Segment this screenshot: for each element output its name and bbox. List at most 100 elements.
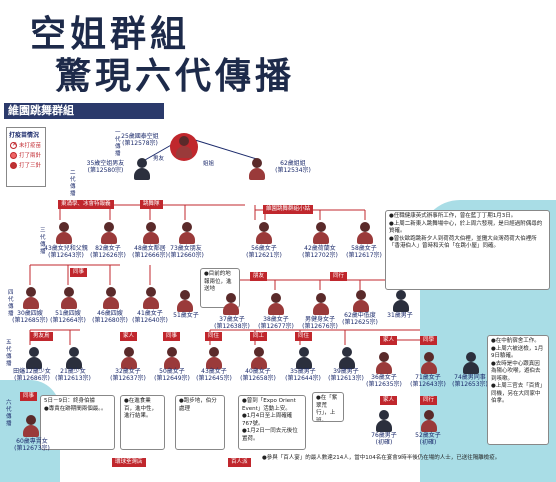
gen-label: 三代傳播 (40, 228, 46, 255)
node-gen5: 40歲女子 (第12658宗) (240, 368, 276, 382)
node-gen5: 71歲女子 (第12643宗) (410, 374, 446, 388)
person-icon (176, 290, 194, 312)
node-boyfriend: 35歲空姐男友 (第12580宗) (86, 160, 125, 174)
person-icon (55, 222, 73, 244)
person-icon (22, 287, 40, 309)
node-gen4: 37歲女子 (第12638宗) (214, 316, 250, 330)
person-icon (267, 293, 285, 315)
gen-label: 二代傳播 (70, 170, 76, 197)
node-gen4: 男健身女子 (第12676宗) (302, 316, 338, 330)
caption: 姐姐 (203, 161, 215, 167)
person-icon (142, 287, 160, 309)
caption: 朋友 (250, 272, 268, 281)
gen-label: 五代傳播 (6, 340, 12, 367)
gen-label: 四代傳播 (8, 290, 14, 317)
person-icon (420, 410, 438, 432)
caption: 跳舞隊 (140, 200, 163, 209)
caption: 男友鳥 (30, 332, 53, 341)
node-sister: 62歲姐姐 (第12534宗) (275, 160, 311, 174)
person-icon (205, 347, 223, 369)
person-icon (22, 415, 40, 437)
node-gen3: 43歲女兒和父親 (第12643宗) (44, 245, 88, 259)
node-gen5: 36歲女子 (第12635宗) (366, 374, 402, 388)
person-icon (356, 222, 374, 244)
connector (29, 329, 420, 345)
node-gen3: 82歲女子 (第12626宗) (90, 245, 126, 259)
node-gen4: 30歲四嫂 (第12685宗) (12, 310, 48, 324)
node-gen6: 60歲專賣女 (第12673宗) (14, 438, 50, 452)
note-right: ●任職健康英式辦事所工作，曾在藍丁丁期1月3日。 ●上周二新東入跳舞場中心，於上… (385, 210, 550, 290)
node-gen3: 48歲女鄰居 (第12666宗) (132, 245, 168, 259)
person-icon (312, 293, 330, 315)
caption: 家人 (380, 396, 398, 405)
person-icon (295, 347, 313, 369)
person-icon (375, 410, 393, 432)
node-gen4: 46歲四嫂 (第12680宗) (92, 310, 128, 324)
caption: 同事 (163, 332, 181, 341)
node-gen5: 50歲女子 (第12649宗) (154, 368, 190, 382)
person-icon (255, 222, 273, 244)
node-gen4: 31歲男子 (387, 312, 413, 319)
node-gen6: 76歲男子 (初確) (371, 432, 397, 446)
node-gen4: 51歲女子 (173, 312, 199, 319)
person-icon (133, 158, 151, 180)
node-gen4: 38歲女子 (第12677宗) (258, 316, 294, 330)
person-icon (248, 158, 266, 180)
caption: 東涌學、冰會特報義 (58, 200, 114, 209)
legend: 打疫苗情況 未打疫苗 打了兩針 打了三針 (6, 127, 46, 187)
subtitle: 維園跳舞群組 (8, 104, 74, 117)
node-gen1: 25歲國泰空姐 (第12578宗) (121, 133, 159, 147)
caption: 男友 (153, 156, 165, 162)
person-icon (142, 222, 160, 244)
person-icon (100, 222, 118, 244)
legend-item: 打了三針 (10, 161, 42, 169)
node-gen5: 35歲男子 (第12644宗) (285, 368, 321, 382)
node-gen5: 74歲男同事 (第12653宗) (452, 374, 488, 388)
person-icon (163, 347, 181, 369)
note-left-bottom: 5日－9日：終身伯據 ●專責在跡期間兩個最。。 (40, 395, 115, 450)
connector (29, 264, 151, 285)
node-gen5: 田嬸12歲少女 (第12686宗) (13, 368, 51, 382)
legend-item: 未打疫苗 (10, 141, 42, 149)
title-line2: 驚現六代傳播 (55, 56, 296, 97)
two-dose-icon (10, 151, 17, 159)
legend-title: 打疫苗情況 (9, 132, 40, 139)
node-gen4: 41歲女子 (第12640宗) (132, 310, 168, 324)
caption: 同住 (205, 332, 223, 341)
node-gen3: 42歲荷蘭女 (第12702宗) (302, 245, 338, 259)
node-gen3: 73歲女朋友 (第12660宗) (168, 245, 204, 259)
note-right2: ●在中航宿舍工作。 ●上周六被送檢，1月9日驗確。 ●去時是中心跟真因為陽心吹喉… (487, 335, 549, 445)
person-icon (120, 347, 138, 369)
person-icon (312, 222, 330, 244)
legend-item: 打了兩針 (10, 151, 42, 159)
legend-label: 打了三針 (19, 163, 42, 169)
person-icon (338, 347, 356, 369)
legend-label: 打了兩針 (19, 153, 42, 159)
node-gen5: 43歲女子 (第12645宗) (196, 368, 232, 382)
subtitle-bar (4, 103, 164, 119)
person-icon (250, 347, 268, 369)
caption: 同行 (420, 396, 438, 405)
person-icon (102, 287, 120, 309)
note-mid2: ●在進食業百，進中性，進行結果。 (120, 395, 165, 450)
node-gen4: 62歲中低度 (第12625宗) (342, 312, 378, 326)
person-icon (175, 136, 193, 158)
person-icon (375, 352, 393, 374)
node-gen6: 52歲女子 (初確) (415, 432, 441, 446)
person-icon (462, 352, 480, 374)
person-icon (178, 222, 196, 244)
caption: 維園跳舞群組小姑 (263, 205, 314, 214)
three-dose-icon (10, 161, 17, 169)
node-gen3: 58歲女子 (第12617宗) (346, 245, 382, 259)
node-gen5: 39歲男子 (第12613宗) (328, 368, 364, 382)
person-icon (222, 293, 240, 315)
person-icon (60, 287, 78, 309)
note-mid3: ●跑步地，伯分處理 (175, 395, 225, 450)
node-gen4: 51歲四嫂 (第12664宗) (50, 310, 86, 324)
note-mid4: ●曾到「Expo Orient Event」活動上安。 ●1月4日至上周確確76… (238, 395, 306, 450)
gen-label: 一代傳播 (115, 130, 121, 157)
caption: 同事 (70, 268, 88, 277)
caption: 同行 (330, 272, 348, 281)
unvaccinated-icon (10, 141, 17, 149)
